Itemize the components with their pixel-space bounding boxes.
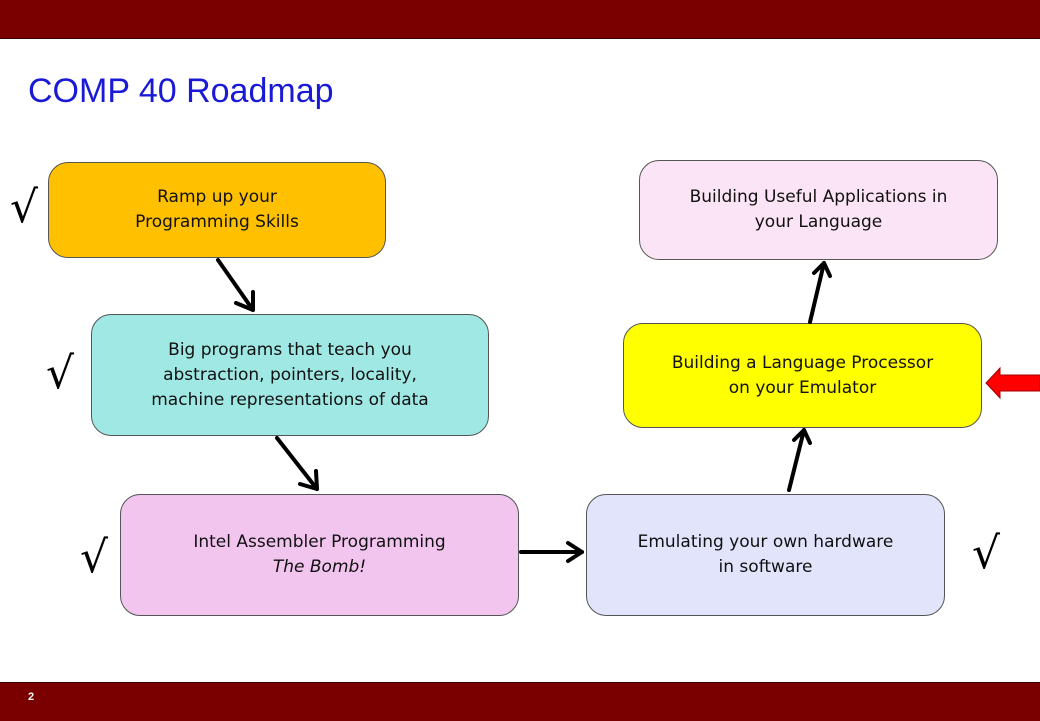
checkmark-icon: √ [80, 532, 109, 583]
box-ramp-up-line2: Programming Skills [135, 212, 299, 232]
box-ramp-up-skills: Ramp up your Programming Skills [48, 162, 386, 258]
box-big-programs: Big programs that teach you abstraction,… [91, 314, 489, 436]
box-language-processor: Building a Language Processor on your Em… [623, 323, 982, 428]
arrow-ramp-to-big-programs [216, 258, 255, 312]
box-useful-apps-line2: your Language [754, 212, 883, 232]
box-big-programs-line1: Big programs that teach you [168, 339, 412, 360]
box-intel-line1: Intel Assembler Programming [193, 532, 446, 552]
box-big-programs-line3: machine representations of data [151, 389, 429, 410]
arrow-intel-to-emulating [519, 541, 584, 563]
box-intel-line2: The Bomb! [272, 557, 367, 577]
box-useful-apps-line1: Building Useful Applications in [689, 187, 948, 207]
box-ramp-up-line1: Ramp up your [157, 187, 277, 207]
box-big-programs-line2: abstraction, pointers, locality, [163, 364, 417, 385]
checkmark-icon: √ [972, 528, 1001, 579]
arrow-language-processor-to-applications [808, 261, 832, 324]
top-banner [0, 0, 1040, 39]
checkmark-icon: √ [10, 182, 39, 233]
box-language-processor-line2: on your Emulator [728, 377, 877, 398]
pointer-arrow-icon [985, 366, 1040, 400]
box-language-processor-line1: Building a Language Processor [671, 352, 934, 373]
page-number: 2 [28, 691, 35, 703]
slide-title: COMP 40 Roadmap [28, 72, 334, 110]
box-emulating-line1: Emulating your own hardware [637, 532, 894, 552]
box-emulating-hardware: Emulating your own hardware in software [586, 494, 945, 616]
arrow-big-programs-to-intel [275, 436, 319, 491]
box-intel-assembler: Intel Assembler Programming The Bomb! [120, 494, 519, 616]
arrow-emulating-to-language-processor [787, 428, 812, 492]
box-useful-applications: Building Useful Applications in your Lan… [639, 160, 998, 260]
box-emulating-line2: in software [718, 557, 813, 577]
bottom-banner: 2 [0, 682, 1040, 721]
checkmark-icon: √ [46, 348, 75, 399]
